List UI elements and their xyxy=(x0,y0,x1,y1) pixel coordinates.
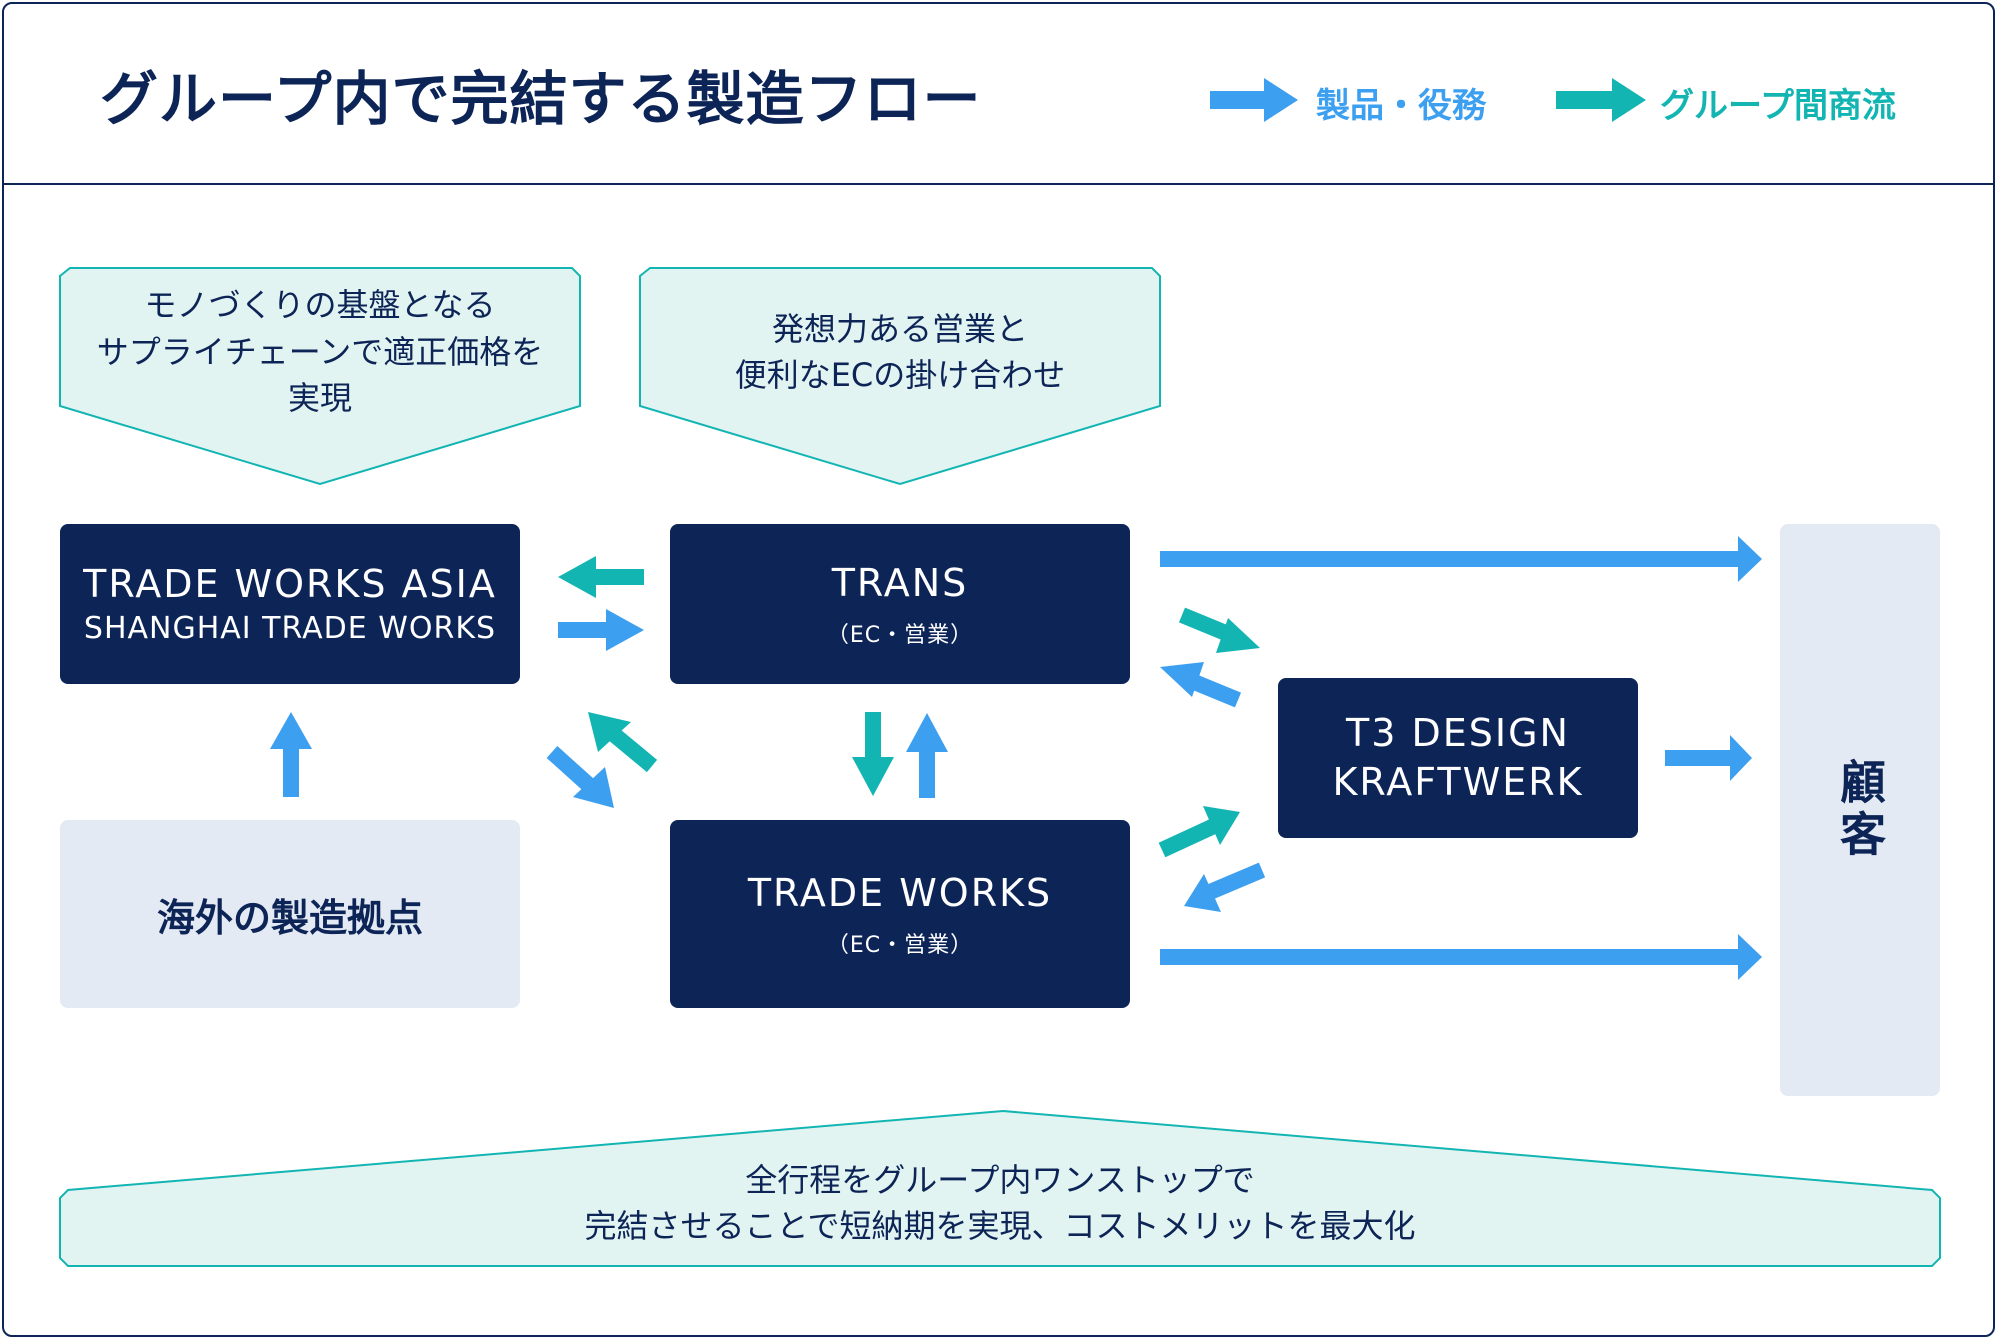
callout-bottom-shape xyxy=(59,1109,1941,1267)
node-t3-line1: T3 DESIGN xyxy=(1346,710,1570,755)
node-twa-line2: SHANGHAI TRADE WORKS xyxy=(83,611,497,647)
arrow-twa-to-trans-icon xyxy=(558,609,644,651)
arrow-overseas-to-twa-icon xyxy=(270,712,312,797)
arrow-twa-to-tradeworks-icon xyxy=(546,746,614,808)
node-customer-label: 顧客 xyxy=(1833,758,1887,862)
node-trade-works-asia: TRADE WORKS ASIA SHANGHAI TRADE WORKS xyxy=(60,524,520,684)
callout-left-label: モノづくりの基盤となる サプライチェーンで適正価格を 実現 xyxy=(96,286,544,418)
callout-center-shape xyxy=(639,267,1161,486)
legend-group-label: グループ間商流 xyxy=(1660,86,1896,126)
node-tradeworks-name: TRADE WORKS xyxy=(747,871,1053,916)
arrow-tradeworks-to-customer-icon xyxy=(1160,934,1762,980)
callout-left-shape xyxy=(59,267,581,486)
node-trans: TRANS （EC・営業） xyxy=(670,524,1130,684)
arrow-trans-to-t3-icon xyxy=(1178,607,1260,653)
node-trans-sub: （EC・営業） xyxy=(826,622,974,648)
node-t3-design: T3 DESIGN KRAFTWERK xyxy=(1278,678,1638,838)
legend-teal-arrow-icon xyxy=(1556,78,1646,122)
node-trans-name: TRANS xyxy=(831,561,969,606)
callout-center-label: 発想力ある営業と 便利なECの掛け合わせ xyxy=(734,309,1066,394)
legend-arrows xyxy=(1210,78,1646,122)
header-divider xyxy=(2,183,1995,185)
arrow-tradeworks-to-twa-icon xyxy=(588,712,658,773)
callout-left-text: モノづくりの基盤となる サプライチェーンで適正価格を 実現 xyxy=(60,282,580,422)
page-title: グループ内で完結する製造フロー xyxy=(100,65,982,133)
node-overseas-factory: 海外の製造拠点 xyxy=(60,820,520,1008)
arrow-tradeworks-to-t3-icon xyxy=(1158,806,1240,858)
arrow-t3-to-trans-icon xyxy=(1160,662,1242,708)
arrow-trans-to-twa-icon xyxy=(558,556,644,598)
arrow-t3-to-customer-icon xyxy=(1665,735,1752,781)
arrow-tradeworks-to-trans-icon xyxy=(906,713,948,798)
node-t3-line2: KRAFTWERK xyxy=(1332,760,1584,804)
node-overseas-label: 海外の製造拠点 xyxy=(156,895,423,940)
callout-bottom-text: 全行程をグループ内ワンストップで 完結させることで短納期を実現、コストメリットを… xyxy=(60,1148,1940,1258)
arrow-t3-to-tradeworks-icon xyxy=(1184,862,1266,912)
node-tradeworks-sub: （EC・営業） xyxy=(826,932,974,958)
node-trade-works: TRADE WORKS （EC・営業） xyxy=(670,820,1130,1008)
arrow-trans-to-tradeworks-icon xyxy=(852,712,894,796)
callout-center-text: 発想力ある営業と 便利なECの掛け合わせ xyxy=(640,282,1160,422)
node-customer: 顧客 xyxy=(1780,524,1940,1096)
legend-product-label: 製品・役務 xyxy=(1316,86,1486,126)
arrow-trans-to-customer-icon xyxy=(1160,536,1762,582)
legend-blue-arrow-icon xyxy=(1210,78,1298,122)
callout-bottom-label: 全行程をグループ内ワンストップで 完結させることで短納期を実現、コストメリットを… xyxy=(584,1160,1416,1245)
node-twa-line1: TRADE WORKS ASIA xyxy=(83,561,497,606)
